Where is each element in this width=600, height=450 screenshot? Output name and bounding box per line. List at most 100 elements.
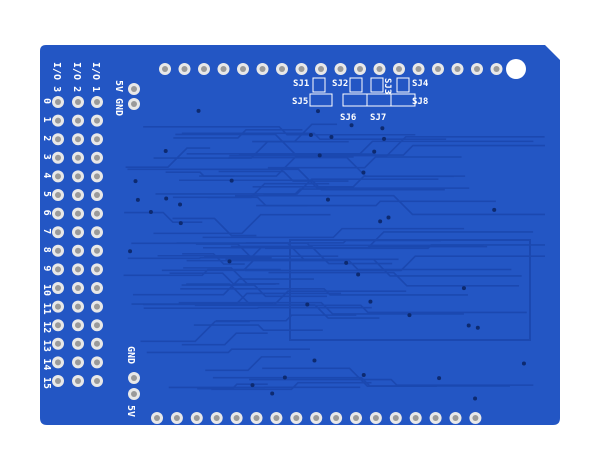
pad-hole	[131, 391, 137, 397]
pad-hole	[435, 66, 441, 72]
pad-hole	[94, 192, 100, 198]
via	[282, 375, 287, 380]
pad-hole	[94, 210, 100, 217]
pad-hole	[75, 154, 81, 161]
trace	[175, 133, 376, 155]
pad-hole	[75, 247, 81, 254]
via	[178, 202, 183, 207]
trace	[193, 324, 323, 331]
via	[380, 126, 385, 131]
trace	[252, 123, 338, 143]
pad-hole	[415, 66, 422, 72]
pad-hole	[474, 66, 480, 72]
pad-hole	[94, 303, 100, 310]
via	[349, 123, 354, 128]
via	[386, 215, 391, 220]
via	[437, 376, 442, 381]
via	[305, 302, 310, 307]
pad-hole	[94, 154, 100, 161]
pad-hole	[75, 210, 81, 217]
trace	[131, 242, 484, 247]
via	[196, 108, 201, 113]
header-pins	[52, 63, 503, 424]
via	[356, 272, 361, 277]
pad-hole	[55, 266, 61, 273]
trace	[179, 179, 445, 191]
via	[382, 136, 387, 141]
via	[227, 259, 232, 264]
trace	[212, 376, 510, 387]
pad-hole	[273, 415, 280, 421]
power-label: 5V	[125, 405, 136, 417]
pad-hole	[94, 173, 100, 180]
via	[250, 383, 255, 388]
trace	[182, 253, 245, 265]
pad-hole	[75, 192, 81, 198]
pad-hole	[472, 415, 479, 421]
pad-hole	[357, 66, 363, 72]
via	[312, 358, 317, 363]
pad-hole	[131, 86, 137, 92]
via	[163, 149, 168, 154]
jumper-label: SJ8	[412, 97, 428, 107]
via	[461, 286, 466, 291]
row-label: 5	[41, 191, 52, 197]
pad-hole	[493, 66, 500, 72]
via	[128, 249, 133, 254]
trace	[143, 290, 407, 306]
mounting-hole	[506, 59, 526, 79]
pad-hole	[75, 117, 81, 124]
row-label: 11	[41, 303, 52, 315]
pad-hole	[75, 266, 81, 273]
row-label: 2	[41, 135, 52, 141]
trace	[207, 196, 308, 207]
row-label: 9	[41, 265, 52, 271]
trace	[268, 271, 520, 287]
power-label: GND	[113, 98, 124, 116]
pad-hole	[94, 285, 100, 291]
pad-hole	[94, 322, 100, 329]
trace	[183, 267, 280, 285]
via	[344, 260, 349, 265]
pad-hole	[75, 322, 81, 329]
pad-hole	[75, 99, 81, 105]
pad-hole	[94, 136, 100, 143]
jumper-label: SJ5	[292, 97, 308, 107]
pad-hole	[75, 173, 81, 180]
jumper-3pad	[390, 93, 416, 107]
jumper-label: SJ3	[382, 78, 392, 94]
via	[475, 325, 480, 330]
pad-hole	[162, 66, 168, 72]
pad-hole	[55, 359, 61, 366]
pad-hole	[298, 66, 305, 72]
trace	[263, 188, 326, 196]
pad-hole	[55, 229, 61, 236]
pad-hole	[94, 340, 100, 347]
pad-hole	[353, 415, 359, 421]
pad-hole	[181, 66, 188, 72]
pad-hole	[376, 66, 383, 72]
via	[317, 153, 322, 158]
pad-hole	[131, 101, 137, 107]
pad-hole	[396, 66, 402, 72]
via	[378, 219, 383, 224]
pad-hole	[213, 415, 220, 421]
pad-hole	[337, 66, 344, 72]
via	[315, 109, 320, 114]
trace	[181, 332, 268, 346]
pad-hole	[55, 192, 61, 198]
pad-hole	[201, 66, 207, 72]
pad-hole	[55, 136, 61, 143]
pad-hole	[55, 322, 61, 329]
column-label: I/O 2	[71, 62, 82, 92]
row-label: 8	[41, 247, 52, 253]
pad-hole	[55, 285, 61, 291]
trace	[205, 356, 291, 372]
pad-hole	[333, 415, 340, 421]
via	[164, 196, 169, 201]
pad-hole	[432, 415, 439, 421]
trace	[172, 217, 257, 237]
row-label: 1	[41, 117, 52, 123]
